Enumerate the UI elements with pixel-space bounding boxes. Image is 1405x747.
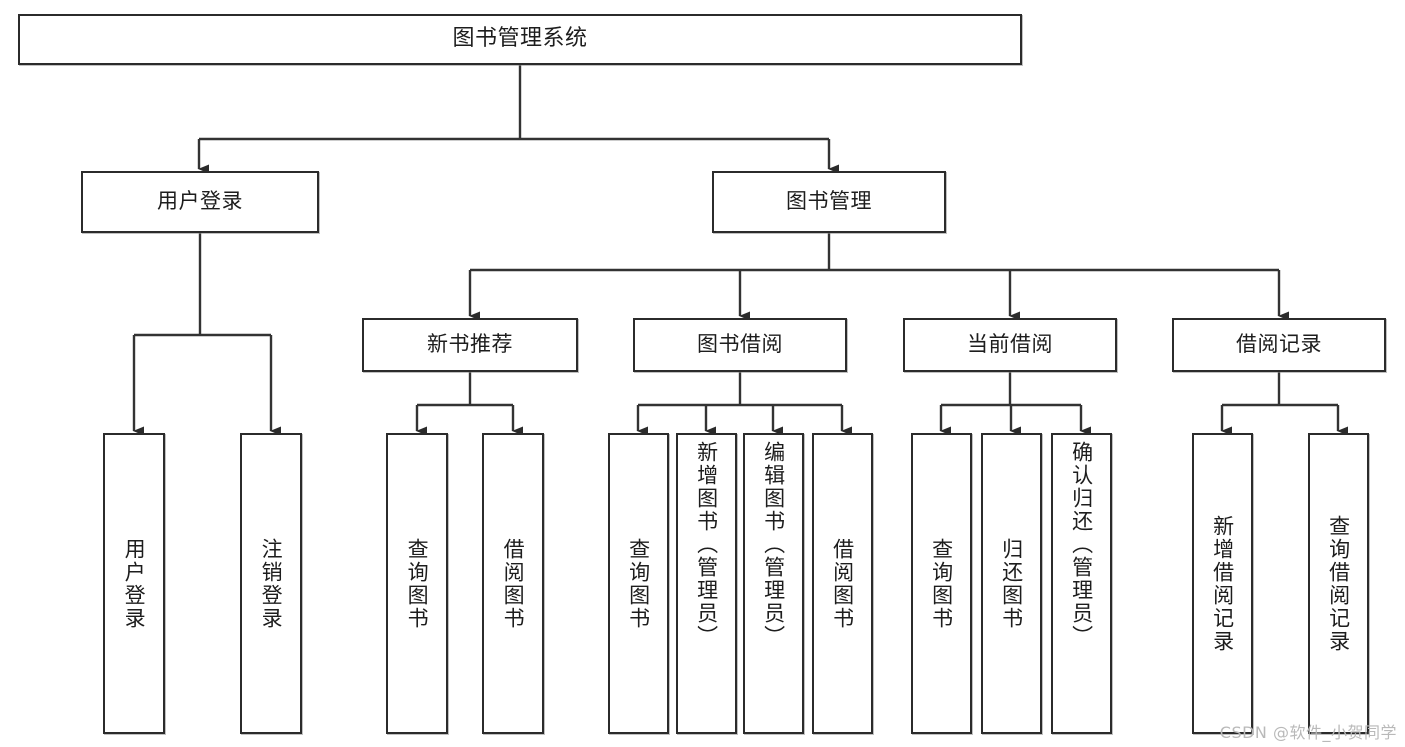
node-root[interactable]: 图书管理系统 [18, 14, 1022, 65]
node-leaf-edit-book-admin[interactable]: 编辑图书（管理员） [743, 433, 804, 734]
node-leaf-query-book-cur-label: 查询图书 [929, 537, 954, 630]
node-leaf-borrow-book-rec[interactable]: 借阅图书 [482, 433, 544, 734]
node-borrow-record[interactable]: 借阅记录 [1172, 318, 1386, 372]
node-book-borrow-label: 图书借阅 [697, 332, 783, 357]
node-new-book-recommend[interactable]: 新书推荐 [362, 318, 578, 372]
node-leaf-confirm-return-admin[interactable]: 确认归还（管理员） [1051, 433, 1112, 734]
node-new-book-recommend-label: 新书推荐 [427, 332, 513, 357]
node-user-login-label: 用户登录 [157, 189, 243, 214]
node-leaf-return-book-label: 归还图书 [999, 537, 1024, 630]
node-leaf-add-borrow-record[interactable]: 新增借阅记录 [1192, 433, 1253, 734]
node-root-label: 图书管理系统 [452, 26, 588, 52]
node-leaf-query-book-rec[interactable]: 查询图书 [386, 433, 448, 734]
node-leaf-logout-login[interactable]: 注销登录 [240, 433, 302, 734]
node-leaf-confirm-return-admin-label: 确认归还（管理员） [1069, 441, 1094, 648]
node-leaf-edit-book-admin-label: 编辑图书（管理员） [761, 441, 786, 648]
node-user-login[interactable]: 用户登录 [81, 171, 319, 233]
node-borrow-record-label: 借阅记录 [1236, 332, 1322, 357]
node-leaf-return-book[interactable]: 归还图书 [981, 433, 1042, 734]
node-leaf-user-login-label: 用户登录 [122, 537, 147, 630]
node-leaf-add-book-admin[interactable]: 新增图书（管理员） [676, 433, 737, 734]
node-leaf-logout-login-label: 注销登录 [259, 537, 284, 630]
node-leaf-user-login[interactable]: 用户登录 [103, 433, 165, 734]
csdn-watermark: CSDN @软件_小贺同学 [1219, 723, 1397, 742]
node-book-manage-label: 图书管理 [786, 189, 872, 214]
node-leaf-borrow-book-rec-label: 借阅图书 [501, 537, 526, 630]
node-leaf-add-borrow-record-label: 新增借阅记录 [1210, 514, 1235, 653]
node-leaf-borrow-book-bor[interactable]: 借阅图书 [812, 433, 873, 734]
node-book-borrow[interactable]: 图书借阅 [633, 318, 847, 372]
node-leaf-query-book-cur[interactable]: 查询图书 [911, 433, 972, 734]
node-leaf-query-book-rec-label: 查询图书 [405, 537, 430, 630]
node-leaf-add-book-admin-label: 新增图书（管理员） [694, 441, 719, 648]
node-leaf-query-borrow-record-label: 查询借阅记录 [1326, 514, 1351, 653]
node-leaf-query-book-bor[interactable]: 查询图书 [608, 433, 669, 734]
node-current-borrow[interactable]: 当前借阅 [903, 318, 1117, 372]
node-book-manage[interactable]: 图书管理 [712, 171, 946, 233]
node-current-borrow-label: 当前借阅 [967, 332, 1053, 357]
node-leaf-query-borrow-record[interactable]: 查询借阅记录 [1308, 433, 1369, 734]
node-leaf-borrow-book-bor-label: 借阅图书 [830, 537, 855, 630]
node-leaf-query-book-bor-label: 查询图书 [626, 537, 651, 630]
